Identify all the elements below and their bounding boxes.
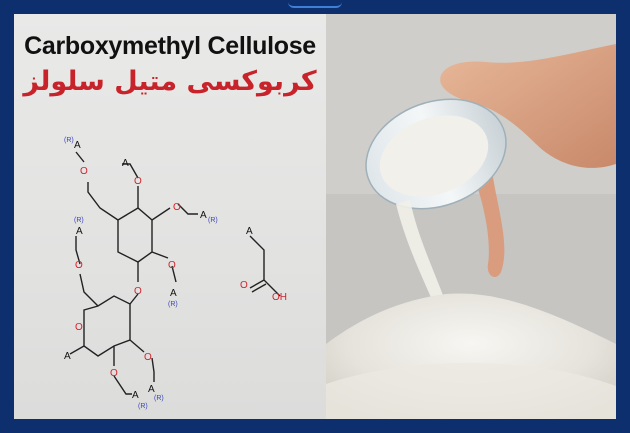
title-persian: کربوکسی متیل سلولز	[23, 66, 317, 97]
r-group-2: (R)	[208, 217, 218, 224]
atom-o-2: O	[173, 202, 181, 213]
hand-shape	[440, 44, 616, 168]
atom-a-7: A	[148, 384, 155, 395]
atom-o-8: O	[144, 352, 152, 363]
molecule-structure: A A A A A A A A A O O O O O O O O O O OH…	[64, 137, 287, 410]
structure-panel: Carboxymethyl Cellulose کربوکسی متیل سلو…	[14, 14, 326, 419]
r-group-4: (R)	[168, 301, 178, 308]
atom-o-6: O	[75, 322, 83, 333]
powder-photo	[326, 14, 616, 419]
r-group-3: (R)	[74, 217, 84, 224]
atom-o-7: O	[75, 260, 83, 271]
atom-a-1: A	[74, 140, 81, 151]
r-group-6: (R)	[138, 403, 148, 410]
atom-a-2: A	[122, 158, 129, 169]
atom-o-9: O	[110, 368, 118, 379]
atom-oh: OH	[272, 292, 287, 303]
atom-o-10: O	[240, 280, 248, 291]
bond-lines	[69, 151, 281, 395]
atom-a-4: A	[170, 288, 177, 299]
atom-a-8: A	[132, 390, 139, 401]
atom-a-6: A	[64, 351, 71, 362]
atom-a-9: A	[246, 226, 253, 237]
r-group-1: (R)	[64, 137, 74, 144]
atom-a-3: A	[200, 210, 207, 221]
atom-a-5: A	[76, 226, 83, 237]
r-group-5: (R)	[154, 395, 164, 402]
atom-o-3: O	[168, 260, 176, 271]
atom-o-4: O	[80, 166, 88, 177]
atom-o-5: O	[134, 286, 142, 297]
atom-o-1: O	[134, 176, 142, 187]
top-notch	[288, 0, 342, 8]
title-english: Carboxymethyl Cellulose	[24, 32, 316, 60]
powder-illustration	[326, 14, 616, 419]
